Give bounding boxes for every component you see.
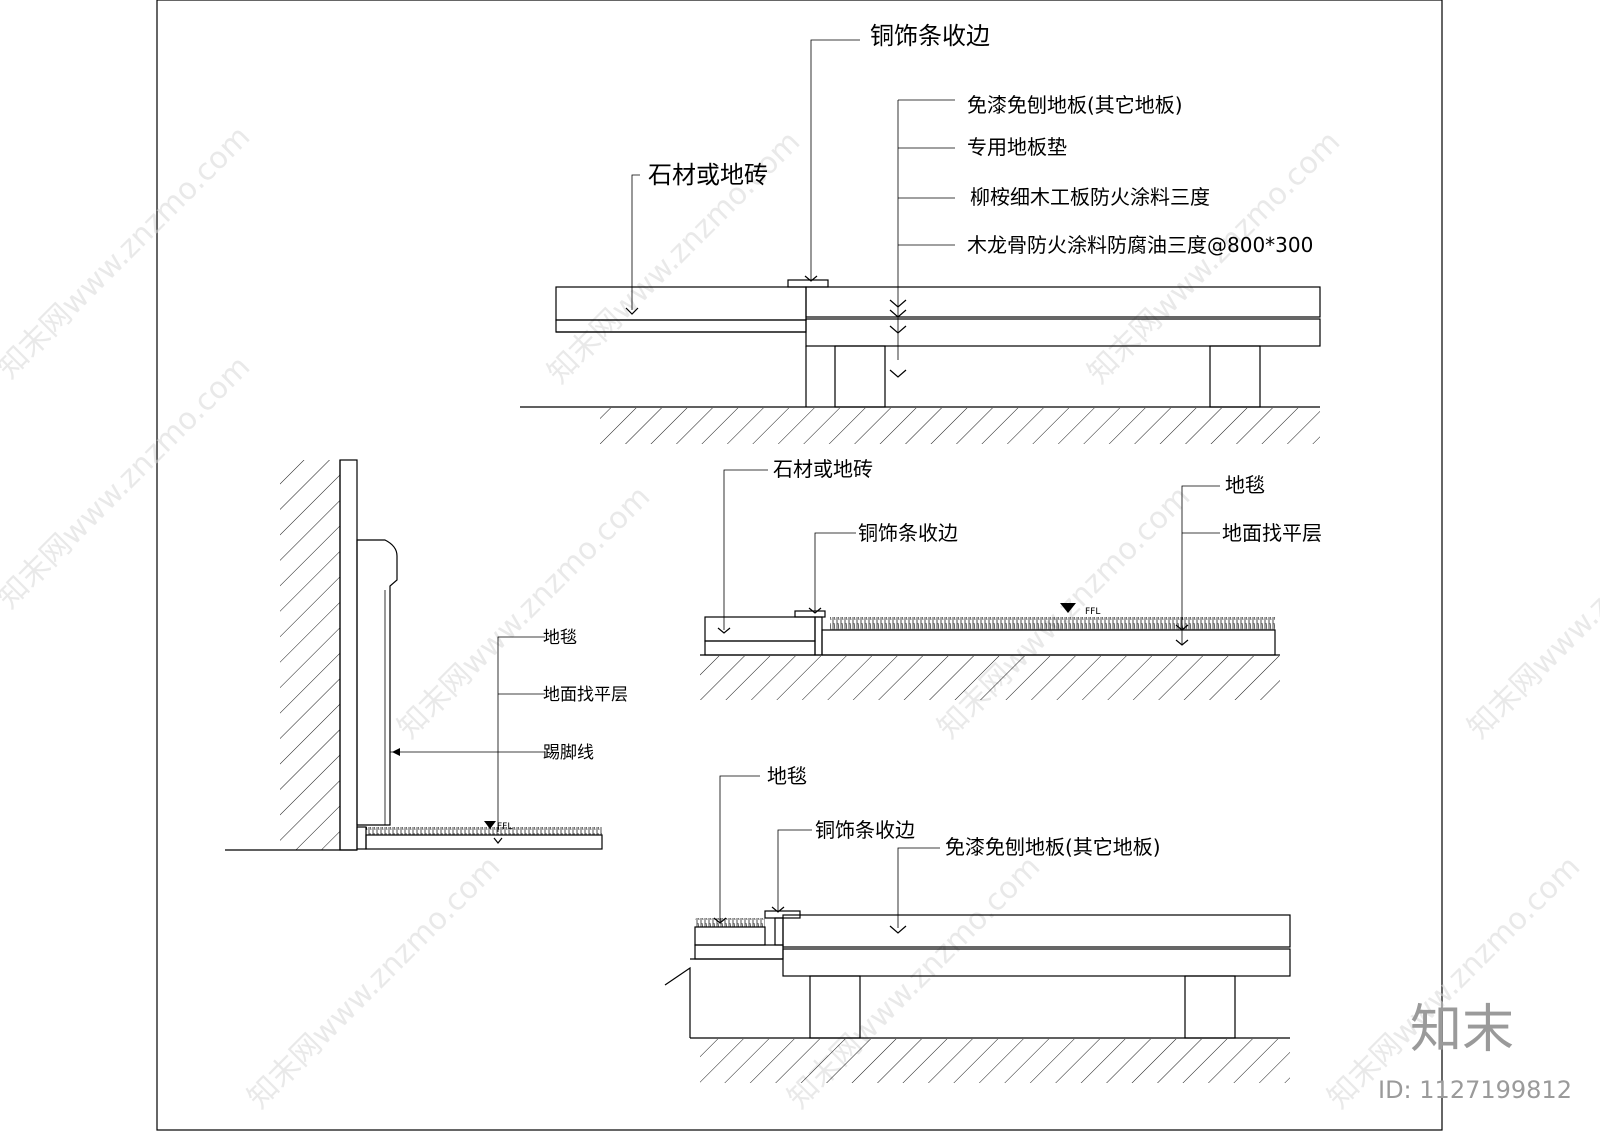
label-stone-tile: 石材或地砖 [648, 161, 768, 189]
detail-top: 铜饰条收边 石材或地砖 免漆免刨地板(其它地板) 专用地板垫 柳桉细木工板防火涂… [520, 22, 1321, 444]
ground-hatch [600, 408, 1320, 444]
detail-bottom: 地毯 铜饰条收边 免漆免刨地板(其它地板) [664, 764, 1291, 1083]
label-ffl: FFL [1085, 607, 1100, 617]
leader-copper [810, 39, 860, 280]
label-ffl: FFL [497, 822, 512, 832]
label-plywood: 柳桉细木工板防火涂料三度 [970, 185, 1210, 209]
label-screed: 地面找平层 [543, 685, 628, 705]
joist-right [1184, 975, 1236, 1039]
watermark-text: 知末网www.znzmo.com [1081, 124, 1347, 390]
carpet-layer [830, 617, 1275, 630]
leader-carpet [497, 636, 545, 832]
floorboard-layer [782, 914, 1291, 948]
label-copper-trim: 铜饰条收边 [815, 818, 915, 842]
leader-carpet [1181, 485, 1220, 645]
brand-logo: 知末 [1410, 1000, 1514, 1060]
drawing-frame [156, 0, 1443, 1131]
leader-stone [723, 469, 768, 630]
joist-left [809, 975, 861, 1039]
label-carpet: 地毯 [1225, 473, 1265, 497]
watermark-text: 知末网www.znzmo.com [0, 119, 257, 385]
label-stone-tile: 石材或地砖 [773, 457, 873, 481]
detail-wall: FFL 地毯 地面找平层 踢脚线 [225, 459, 628, 851]
label-carpet: 地毯 [543, 628, 577, 648]
watermark-text: 知末网www.znzmo.com [0, 349, 257, 615]
leader-copper [814, 532, 856, 611]
label-floor-pad: 专用地板垫 [967, 135, 1067, 159]
ground-hatch [700, 656, 1280, 700]
watermark-text: 知末网www.znzmo.com [1461, 479, 1600, 745]
carpet-layer [695, 918, 765, 927]
watermark-text: 知末网www.znzmo.com [931, 479, 1197, 745]
watermark-text: 知末网www.znzmo.com [241, 849, 507, 1115]
label-skirting: 踢脚线 [543, 743, 594, 763]
leader-floorboard [897, 847, 940, 928]
screed-layer [821, 629, 1276, 656]
copper-trim [794, 610, 826, 618]
wall-hatch [280, 460, 340, 850]
label-floorboard: 免漆免刨地板(其它地板) [967, 93, 1183, 117]
leader-carpet [719, 775, 760, 922]
label-carpet: 地毯 [767, 764, 807, 788]
watermark-text: 知末网www.znzmo.com [391, 479, 657, 745]
image-id: ID: 1127199812 [1378, 1076, 1572, 1104]
plywood-layer [782, 948, 1291, 977]
wall-screed [365, 834, 603, 850]
copper-trim [787, 279, 829, 288]
joist-right [1209, 345, 1261, 408]
skirting-profile [356, 539, 398, 826]
stone-layer [704, 616, 816, 642]
detail-middle: FFL 石材或地砖 铜饰条收边 地毯 地面找平层 [700, 457, 1322, 700]
label-screed: 地面找平层 [1222, 521, 1322, 545]
plywood-layer [805, 318, 1321, 347]
wall-plaster [339, 459, 358, 851]
label-copper-trim: 铜饰条收边 [858, 521, 958, 545]
label-joist: 木龙骨防火涂料防腐油三度@800*300 [967, 233, 1313, 257]
floorboard-layer [805, 286, 1321, 318]
label-copper-trim: 铜饰条收边 [870, 22, 990, 50]
leader-copper [777, 829, 812, 911]
joist-left [834, 345, 886, 408]
ground-hatch [700, 1039, 1290, 1083]
wall-carpet [366, 827, 602, 835]
leader-stone [631, 174, 640, 310]
label-floorboard: 免漆免刨地板(其它地板) [945, 835, 1161, 859]
